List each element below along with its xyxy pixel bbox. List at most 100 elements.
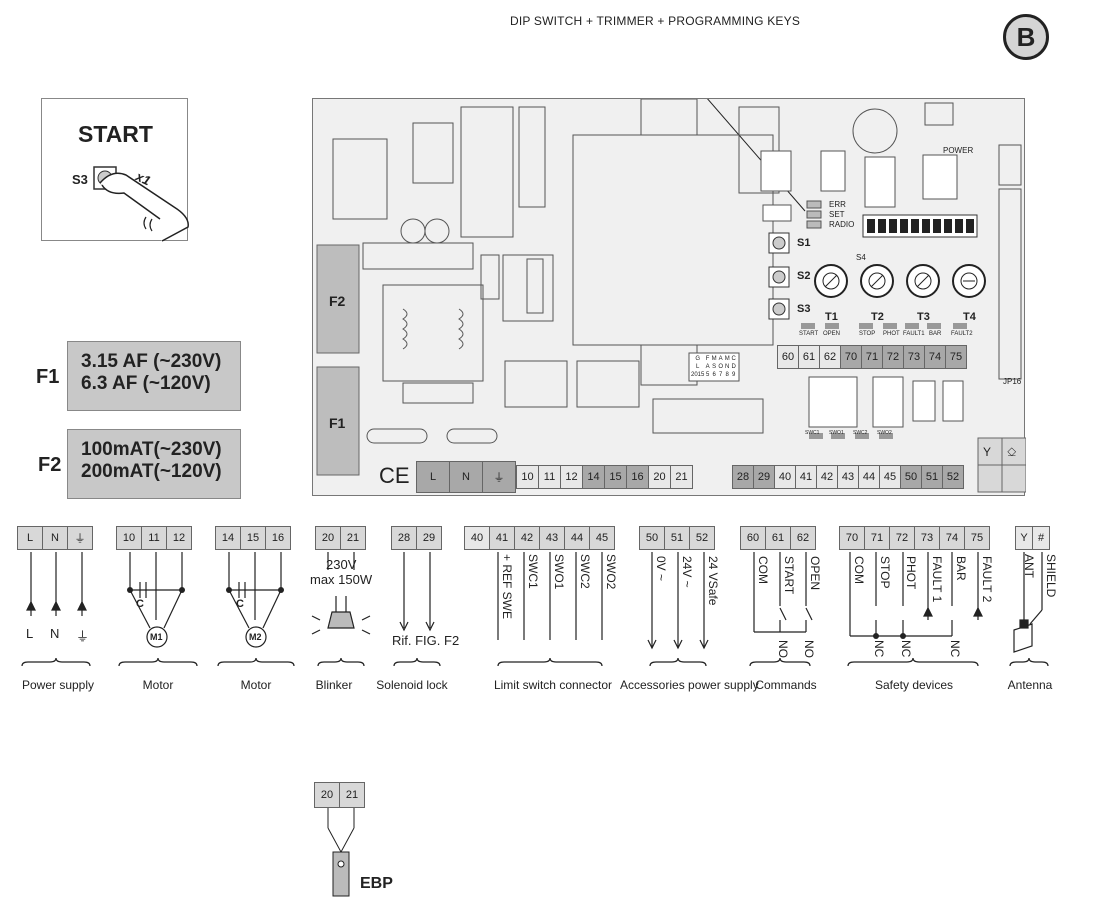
control-board: F2 F1 ERR SET RADIO S1 S2 S3 S4 POWER T1… bbox=[312, 98, 1026, 496]
accessory-terminal-block: 28 29 40 41 42 43 44 45 50 51 52 bbox=[732, 465, 964, 489]
terminal-shield: # bbox=[1032, 526, 1050, 550]
fuse-spec-f2: 100mAT(~230V) 200mAT(~120V) bbox=[67, 429, 241, 499]
wire-label-start: START bbox=[782, 556, 796, 595]
group-label-power-supply: Power supply bbox=[21, 678, 95, 692]
safety-terminals: 70 71 72 73 74 75 bbox=[839, 526, 990, 550]
solenoid-note: Rif. FIG. F2 bbox=[392, 633, 460, 648]
board-terminal-21: 21 bbox=[670, 465, 693, 489]
led-label-set: SET bbox=[829, 210, 845, 219]
board-terminal-29: 29 bbox=[753, 465, 775, 489]
wire-label-fault1: FAULT 1 bbox=[930, 556, 944, 603]
wire-label-safety-com: COM bbox=[852, 556, 866, 584]
terminal-74: 74 bbox=[939, 526, 965, 550]
terminal-y: Y bbox=[1015, 526, 1033, 550]
wire-label-fault2: FAULT 2 bbox=[980, 556, 994, 603]
board-terminal-45: 45 bbox=[879, 465, 901, 489]
motor-terminal-block: 10 11 12 14 15 16 20 21 bbox=[516, 465, 693, 489]
fuse-tag-f1: F1 bbox=[36, 366, 60, 388]
power-terminal-block: L N ⏚ bbox=[416, 461, 516, 493]
wire-label-24v: 24V ~ bbox=[680, 556, 694, 588]
terminal-43: 43 bbox=[539, 526, 565, 550]
capacitor-label-1: C bbox=[136, 598, 144, 610]
contact-nc-1: NC bbox=[872, 640, 886, 658]
board-terminal-42: 42 bbox=[816, 465, 838, 489]
power-supply-terminals: L N ⏚ bbox=[17, 526, 93, 550]
wire-label-swc1: SWC1 bbox=[526, 554, 540, 589]
terminal-70: 70 bbox=[839, 526, 865, 550]
terminal-44: 44 bbox=[564, 526, 590, 550]
key-label-s2: S2 bbox=[797, 270, 811, 282]
board-antenna-shield: ⎐ bbox=[1007, 445, 1017, 459]
terminal-70: 70 bbox=[840, 345, 862, 369]
terminal-41: 41 bbox=[489, 526, 515, 550]
limit-switch-terminals: 40 41 42 43 44 45 bbox=[464, 526, 615, 550]
fuse-f1-line2: 6.3 AF (~120V) bbox=[81, 373, 211, 394]
wire-label-open: OPEN bbox=[808, 556, 822, 591]
blinker-voltage: 230V bbox=[326, 557, 357, 572]
wire-label-swo2: SWO2 bbox=[604, 554, 618, 590]
figure-badge: B bbox=[1003, 14, 1049, 60]
board-terminal-41: 41 bbox=[795, 465, 817, 489]
group-label-commands: Commands bbox=[755, 678, 817, 692]
wire-label-swc2: SWC2 bbox=[578, 554, 592, 589]
led-label-radio: RADIO bbox=[829, 220, 855, 229]
ebp-terminal-20: 20 bbox=[314, 782, 340, 808]
fuse-spec-f1: 3.15 AF (~230V) 6.3 AF (~120V) bbox=[67, 341, 241, 411]
board-antenna-y: Y bbox=[983, 445, 992, 459]
fuse-f2-line1: 100mAT(~230V) bbox=[81, 439, 222, 460]
board-terminal-15: 15 bbox=[604, 465, 627, 489]
blinker-terminals: 20 21 bbox=[315, 526, 366, 550]
led-row-fault1: FAULT1 bbox=[903, 331, 925, 337]
start-key-label: S3 bbox=[72, 172, 88, 187]
start-instruction-panel: START S3 x1 bbox=[41, 98, 189, 242]
dip-switches bbox=[867, 219, 974, 233]
trimmer-label-t1: T1 bbox=[825, 311, 838, 323]
power-led-label: POWER bbox=[943, 146, 974, 155]
terminal-51: 51 bbox=[664, 526, 690, 550]
ce-mark: CE bbox=[379, 463, 410, 488]
wire-label-stop: STOP bbox=[878, 556, 892, 589]
board-terminal-40: 40 bbox=[774, 465, 796, 489]
terminal-61: 61 bbox=[798, 345, 820, 369]
terminal-11: 11 bbox=[141, 526, 167, 550]
antenna-terminals: Y # bbox=[1015, 526, 1050, 550]
terminal-28: 28 bbox=[391, 526, 417, 550]
solenoid-terminals: 28 29 bbox=[391, 526, 442, 550]
group-label-solenoid-lock: Solenoid lock bbox=[376, 678, 448, 692]
terminal-l: L bbox=[17, 526, 43, 550]
motor1-terminals: 10 11 12 bbox=[116, 526, 192, 550]
terminal-71: 71 bbox=[861, 345, 883, 369]
led-label-err: ERR bbox=[829, 200, 846, 209]
board-components-drawing bbox=[316, 99, 1026, 493]
wire-label-com: COM bbox=[756, 556, 770, 584]
ebp-terminals: 20 21 bbox=[314, 782, 365, 808]
group-label-motor-1: Motor bbox=[142, 678, 174, 692]
capacitor-label-2: C bbox=[236, 598, 244, 610]
group-label-blinker: Blinker bbox=[315, 678, 353, 692]
wire-label-ant: ANT bbox=[1022, 554, 1036, 578]
contact-no-1: NO bbox=[776, 640, 790, 658]
terminal-n: N bbox=[42, 526, 68, 550]
terminal-72: 72 bbox=[882, 345, 904, 369]
upper-terminal-block: 60 61 62 70 71 72 73 74 75 bbox=[777, 345, 967, 369]
terminal-21: 21 bbox=[340, 526, 366, 550]
ebp-terminal-21: 21 bbox=[339, 782, 365, 808]
board-terminal-51: 51 bbox=[921, 465, 943, 489]
group-label-safety-devices: Safety devices bbox=[874, 678, 954, 692]
board-terminal-11: 11 bbox=[538, 465, 561, 489]
led-row-fault2: FAULT2 bbox=[951, 331, 973, 337]
wire-label-l: L bbox=[26, 626, 34, 641]
swo1-label: SWO1 bbox=[829, 430, 844, 436]
terminal-73: 73 bbox=[914, 526, 940, 550]
start-title: START bbox=[78, 121, 153, 147]
led-row-open: OPEN bbox=[823, 331, 841, 337]
swc2-label: SWC2 bbox=[853, 430, 868, 436]
terminal-16: 16 bbox=[265, 526, 291, 550]
trimmer-label-t2: T2 bbox=[871, 311, 884, 323]
wire-label-earth: ⏚ bbox=[76, 629, 90, 644]
terminal-20: 20 bbox=[315, 526, 341, 550]
fuse-f1-line1: 3.15 AF (~230V) bbox=[81, 351, 222, 372]
led-row-stop: STOP bbox=[859, 331, 876, 337]
terminal-40: 40 bbox=[464, 526, 490, 550]
key-label-s3: S3 bbox=[797, 303, 811, 315]
